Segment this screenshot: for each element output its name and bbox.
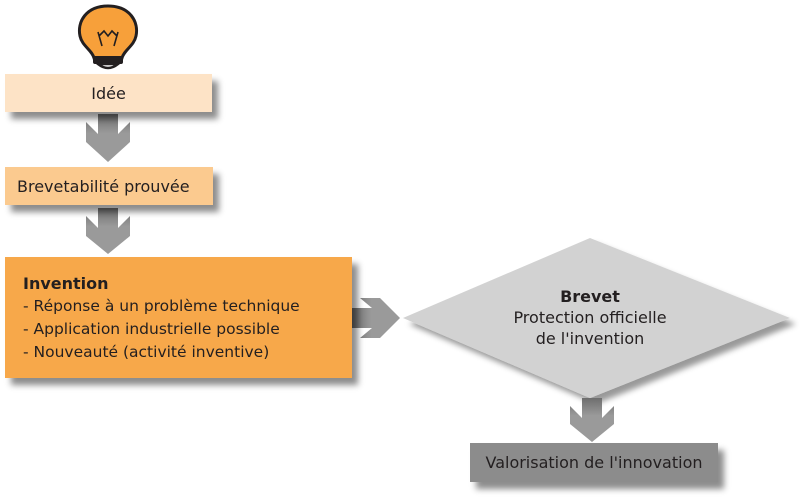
arrow-down-2 xyxy=(86,208,130,254)
arrow-down-1 xyxy=(86,114,130,162)
step-invention: Invention - Réponse à un problème techni… xyxy=(5,257,352,378)
invention-item: - Nouveauté (activité inventive) xyxy=(23,343,270,361)
lightbulb-icon xyxy=(77,4,139,70)
arrow-right xyxy=(352,298,400,338)
patent-line2: de l'invention xyxy=(535,329,645,348)
patent-line1: Protection officielle xyxy=(513,308,667,327)
invention-item: - Réponse à un problème technique xyxy=(23,297,300,315)
invention-item: - Application industrielle possible xyxy=(23,320,280,338)
step-idea: Idée xyxy=(5,74,212,112)
step-valorisation: Valorisation de l'innovation xyxy=(470,443,718,482)
patent-title: Brevet xyxy=(560,287,620,306)
step-patentability: Brevetabilité prouvée xyxy=(5,167,213,205)
invention-title: Invention xyxy=(23,274,109,293)
arrow-down-3 xyxy=(570,398,614,442)
patent-text: Brevet Protection officielle de l'invent… xyxy=(480,286,700,349)
patent-diamond xyxy=(403,238,790,398)
